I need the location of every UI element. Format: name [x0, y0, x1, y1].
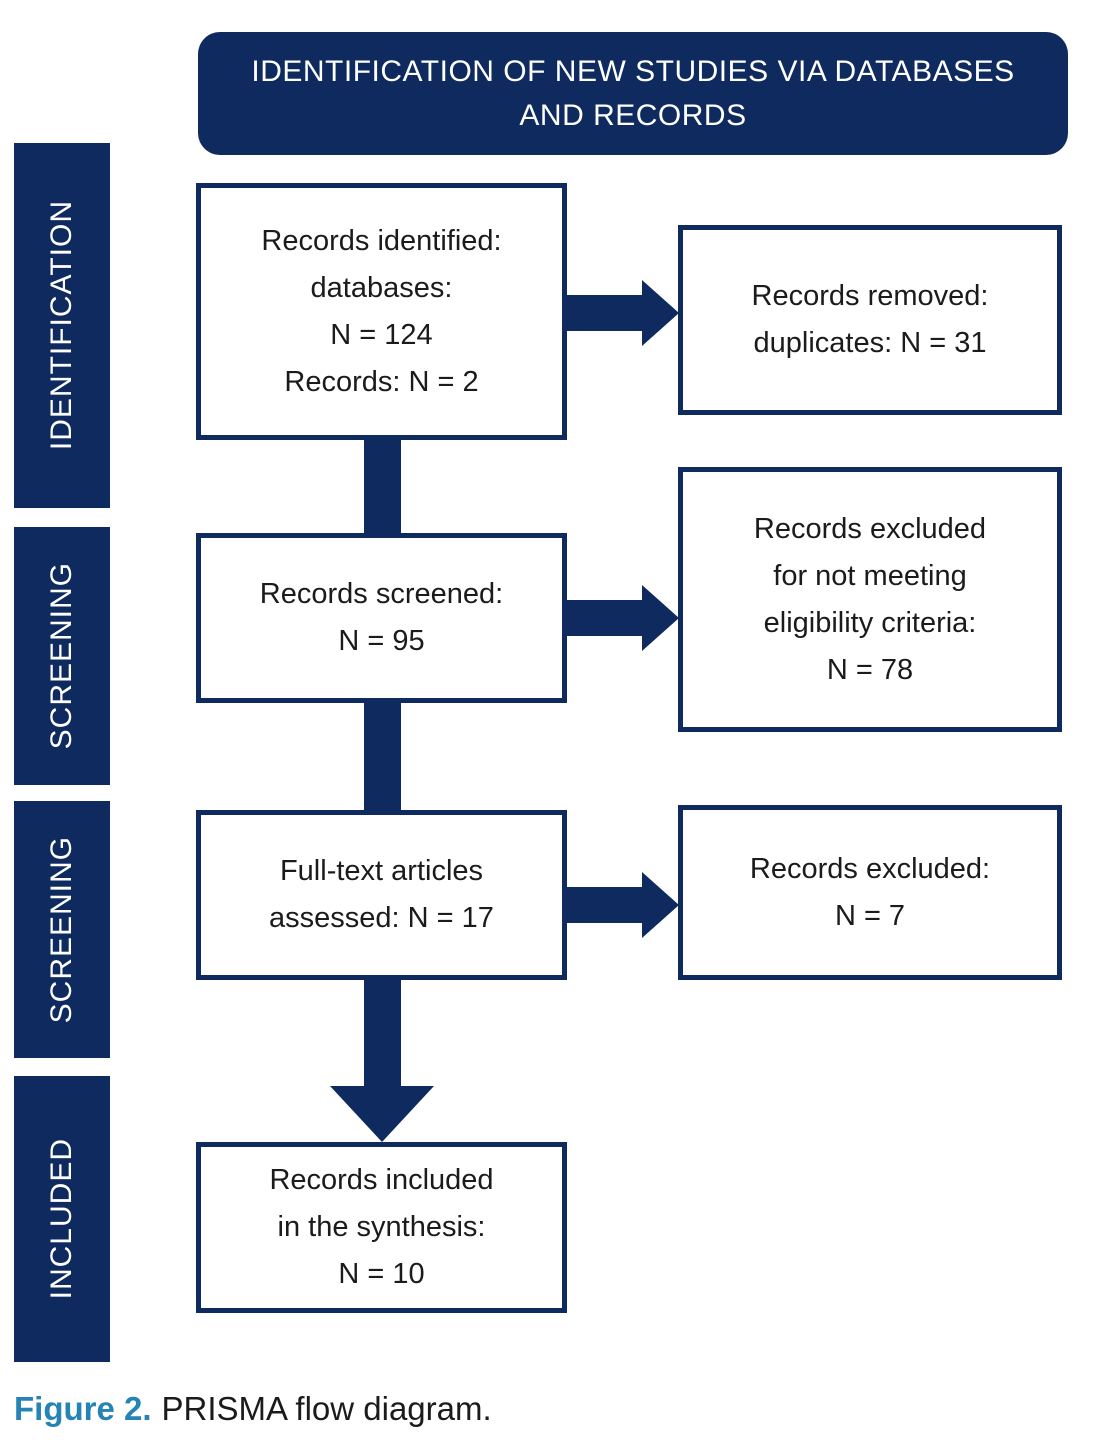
stage-screening-1-label: SCREENING	[45, 562, 78, 750]
stage-identification-label: IDENTIFICATION	[45, 200, 78, 451]
diagram-header-title: IDENTIFICATION OF NEW STUDIES VIA DATABA…	[251, 54, 1015, 132]
figure-caption: Figure 2.PRISMA flow diagram.	[14, 1390, 492, 1428]
arrow-identified-to-removed-shaft	[565, 295, 645, 331]
stage-screening-1: SCREENING	[14, 527, 110, 785]
box-records-removed-duplicates-text: Records removed: duplicates: N = 31	[751, 280, 989, 359]
box-records-included-text: Records included in the synthesis: N = 1…	[269, 1164, 494, 1290]
box-fulltext-assessed: Full-text articles assessed: N = 17	[196, 810, 567, 980]
stage-screening-2-label: SCREENING	[45, 835, 78, 1024]
box-records-excluded-eligibility-text: Records excluded for not meeting eligibi…	[753, 512, 987, 686]
box-fulltext-assessed-text: Full-text articles assessed: N = 17	[269, 855, 494, 934]
connector-identified-to-screened	[364, 438, 401, 537]
box-records-screened: Records screened: N = 95	[196, 533, 567, 703]
connector-screened-to-fulltext	[364, 700, 401, 814]
right-arrow-icon-3	[642, 872, 679, 938]
right-arrow-icon-2	[642, 585, 679, 651]
box-records-excluded-eligibility: Records excluded for not meeting eligibi…	[678, 467, 1062, 732]
box-records-removed-duplicates: Records removed: duplicates: N = 31	[678, 225, 1062, 415]
right-arrow-icon-1	[642, 280, 679, 346]
arrow-screened-to-excluded-shaft	[565, 600, 645, 636]
box-records-identified-text: Records identified: databases: N = 124 R…	[261, 224, 502, 398]
down-arrow-icon	[330, 1086, 434, 1142]
figure-caption-label: Figure 2.	[14, 1390, 152, 1427]
diagram-header: IDENTIFICATION OF NEW STUDIES VIA DATABA…	[198, 32, 1068, 155]
box-records-screened-text: Records screened: N = 95	[259, 578, 504, 657]
stage-included-label: INCLUDED	[45, 1138, 78, 1300]
box-records-included: Records included in the synthesis: N = 1…	[196, 1142, 567, 1313]
box-records-excluded-text: Records excluded: N = 7	[749, 852, 991, 932]
stage-screening-2: SCREENING	[14, 801, 110, 1058]
figure-caption-text: PRISMA flow diagram.	[161, 1390, 492, 1427]
arrow-fulltext-to-excluded-shaft	[565, 887, 645, 923]
connector-fulltext-to-included-shaft	[364, 978, 401, 1088]
stage-identification: IDENTIFICATION	[14, 143, 110, 508]
box-records-identified: Records identified: databases: N = 124 R…	[196, 183, 567, 440]
stage-included: INCLUDED	[14, 1076, 110, 1362]
box-records-excluded: Records excluded: N = 7	[678, 805, 1062, 980]
